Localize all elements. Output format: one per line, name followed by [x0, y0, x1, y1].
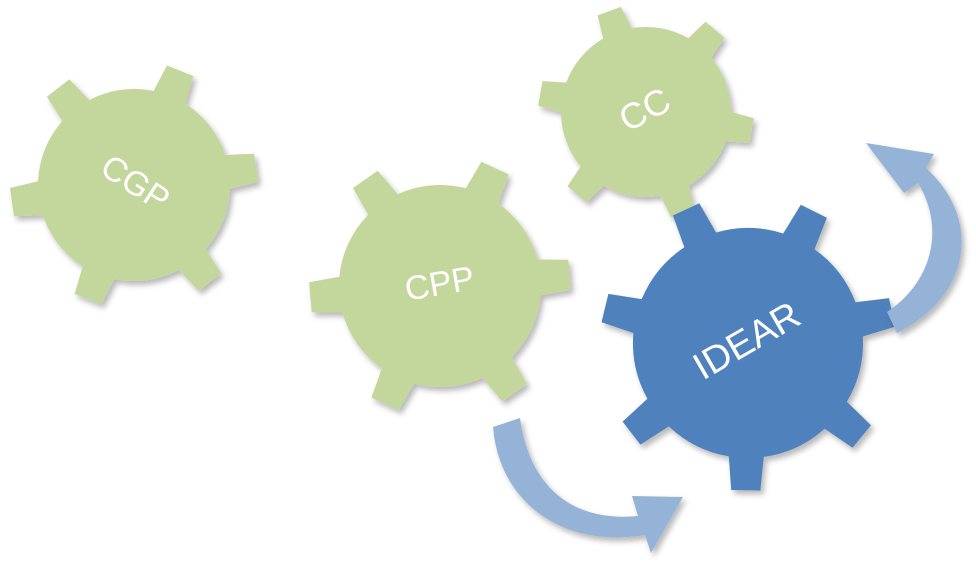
gear-cgp: CGP — [10, 65, 258, 305]
gear-cc-shape — [538, 6, 754, 218]
gear-cc: CC — [538, 6, 754, 218]
gear-cpp-shape — [309, 161, 571, 411]
gear-idear-shape — [601, 203, 896, 491]
gear-cpp: CPP — [309, 161, 571, 411]
gear-cgp-shape — [10, 65, 258, 305]
gear-idear: IDEAR — [601, 203, 896, 491]
curved-arrow-right-icon — [866, 143, 962, 333]
curved-arrow-bottom-icon — [493, 418, 683, 553]
